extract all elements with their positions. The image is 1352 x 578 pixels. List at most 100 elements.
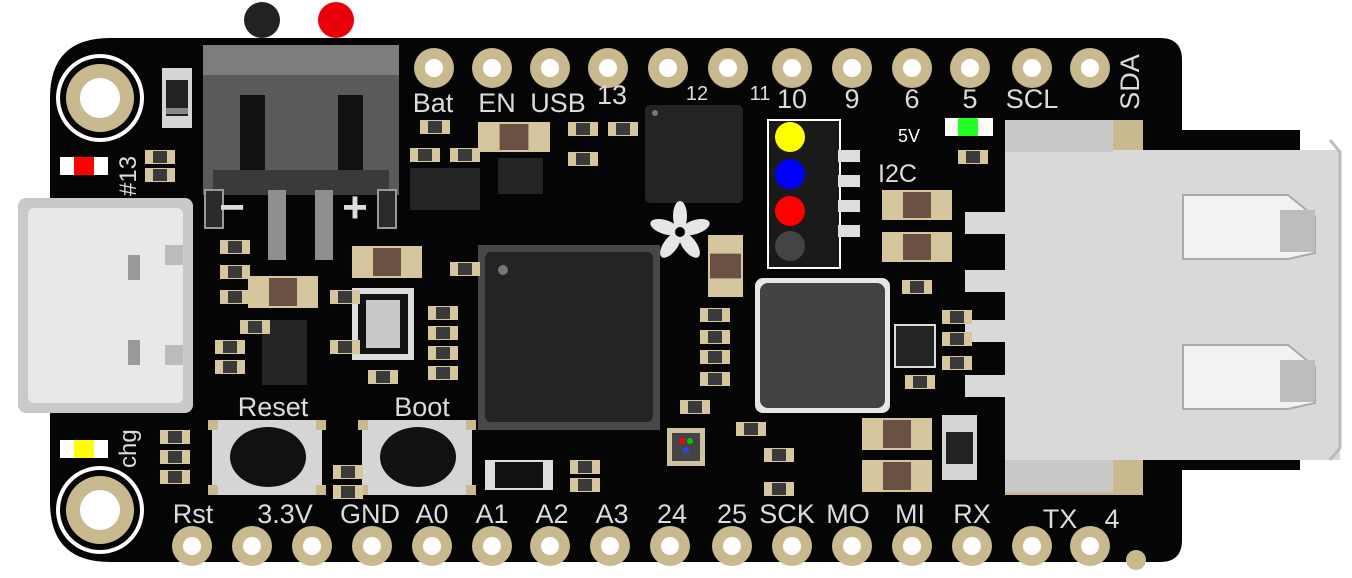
bottom-pin-pad <box>952 526 992 566</box>
bottom-pin-label-a3: A3 <box>595 499 628 529</box>
bottom-pin-label-tx: TX <box>1043 504 1078 534</box>
capacitor <box>700 308 730 322</box>
rgb-led <box>667 428 705 466</box>
capacitor <box>145 150 175 164</box>
capacitor <box>160 450 190 464</box>
mounting-hole-top <box>56 54 144 142</box>
i2c-pin-red <box>775 196 805 226</box>
bottom-pin-pad <box>892 526 932 566</box>
crystal <box>352 288 414 360</box>
capacitor <box>368 370 398 384</box>
capacitor <box>680 400 710 414</box>
capacitor <box>215 360 245 374</box>
transistor-right <box>942 415 977 480</box>
bottom-pin-pad <box>232 526 272 566</box>
battery-connector <box>203 45 399 260</box>
capacitor <box>568 122 598 136</box>
i2c-pin-grey <box>775 231 805 261</box>
top-pin-label-bat: Bat <box>413 88 454 118</box>
bottom-pin-label-sck: SCK <box>759 499 815 529</box>
capacitor <box>958 150 988 164</box>
capacitor <box>450 262 480 276</box>
i2c-port <box>767 119 860 269</box>
resistor <box>862 460 932 492</box>
battery-plus-label: + <box>342 183 368 232</box>
i2c-pin-yellow <box>775 122 805 152</box>
led-charge <box>60 440 108 458</box>
capacitor <box>160 470 190 484</box>
top-pin-10 <box>772 48 812 88</box>
top-pin-11 <box>708 48 748 88</box>
fiducial-dot <box>1126 550 1146 570</box>
bottom-pin-label-a0: A0 <box>415 499 448 529</box>
usb-a-connector <box>965 120 1342 495</box>
bottom-pin-pad <box>772 526 812 566</box>
top-pin-13 <box>588 48 628 88</box>
capacitor <box>420 120 450 134</box>
capacitor <box>145 168 175 182</box>
capacitor <box>240 320 270 334</box>
i2c-pin-blue <box>775 159 805 189</box>
capacitor <box>410 148 440 162</box>
reset-button[interactable] <box>208 420 326 495</box>
bottom-pin-label-a2: A2 <box>535 499 568 529</box>
capacitor <box>902 280 932 294</box>
adafruit-flower-logo <box>650 201 710 258</box>
top-pin-bat <box>414 48 454 88</box>
capacitor <box>700 330 730 344</box>
top-pin-label-scl: SCL <box>1006 84 1059 114</box>
capacitor <box>220 240 250 254</box>
resistor <box>248 276 318 308</box>
top-pin-label-sda: SDA <box>1115 54 1145 110</box>
bottom-pin-label-a1: A1 <box>475 499 508 529</box>
capacitor <box>736 422 766 436</box>
bottom-pin-pad <box>832 526 872 566</box>
bottom-pin-pad <box>172 526 212 566</box>
capacitor <box>215 340 245 354</box>
sensor-chip <box>894 324 936 368</box>
resistor <box>478 122 550 152</box>
top-pin-usb <box>530 48 570 88</box>
top-pin-9 <box>832 48 872 88</box>
capacitor <box>764 482 794 496</box>
capacitor <box>700 372 730 386</box>
bottom-pin-pad <box>1012 526 1052 566</box>
bottom-pin-pad <box>530 526 570 566</box>
top-pin-label-9: 9 <box>844 84 859 114</box>
top-pin-label-13: 13 <box>597 80 627 110</box>
bottom-pin-pad <box>352 526 392 566</box>
reset-label: Reset <box>238 392 309 422</box>
capacitor <box>333 485 363 499</box>
battery-minus-label: − <box>219 183 245 232</box>
diode <box>162 68 192 128</box>
top-pin-label-12: 12 <box>686 83 708 105</box>
boot-label: Boot <box>394 392 450 422</box>
capacitor <box>568 152 598 166</box>
i2c-label: I2C <box>878 160 917 188</box>
top-pin-label-usb: USB <box>530 88 586 118</box>
led13-label: #13 <box>115 156 142 196</box>
bottom-pin-pad <box>292 526 332 566</box>
charge-label: chg <box>115 429 142 468</box>
top-pin-label-5: 5 <box>962 84 977 114</box>
top-pin-label-6: 6 <box>904 84 919 114</box>
bottom-pin-label-rx: RX <box>953 499 991 529</box>
bottom-pin-label-rst: Rst <box>173 499 214 529</box>
capacitor <box>942 356 972 370</box>
capacitor <box>450 148 480 162</box>
capacitor <box>428 366 458 380</box>
bottom-pin-label-25: 25 <box>717 499 747 529</box>
top-pin-scl <box>1012 48 1052 88</box>
led-13 <box>60 157 108 175</box>
boot-button[interactable] <box>358 420 476 495</box>
bottom-pin-pad <box>650 526 690 566</box>
led-power <box>945 118 993 136</box>
capacitor <box>608 122 638 136</box>
mosfet-bottom <box>485 460 553 490</box>
capacitor <box>570 460 600 474</box>
resistor <box>882 232 952 262</box>
top-pin-label-10: 10 <box>777 84 807 114</box>
capacitor <box>428 346 458 360</box>
capacitor <box>942 332 972 346</box>
flash-chip <box>645 105 743 203</box>
